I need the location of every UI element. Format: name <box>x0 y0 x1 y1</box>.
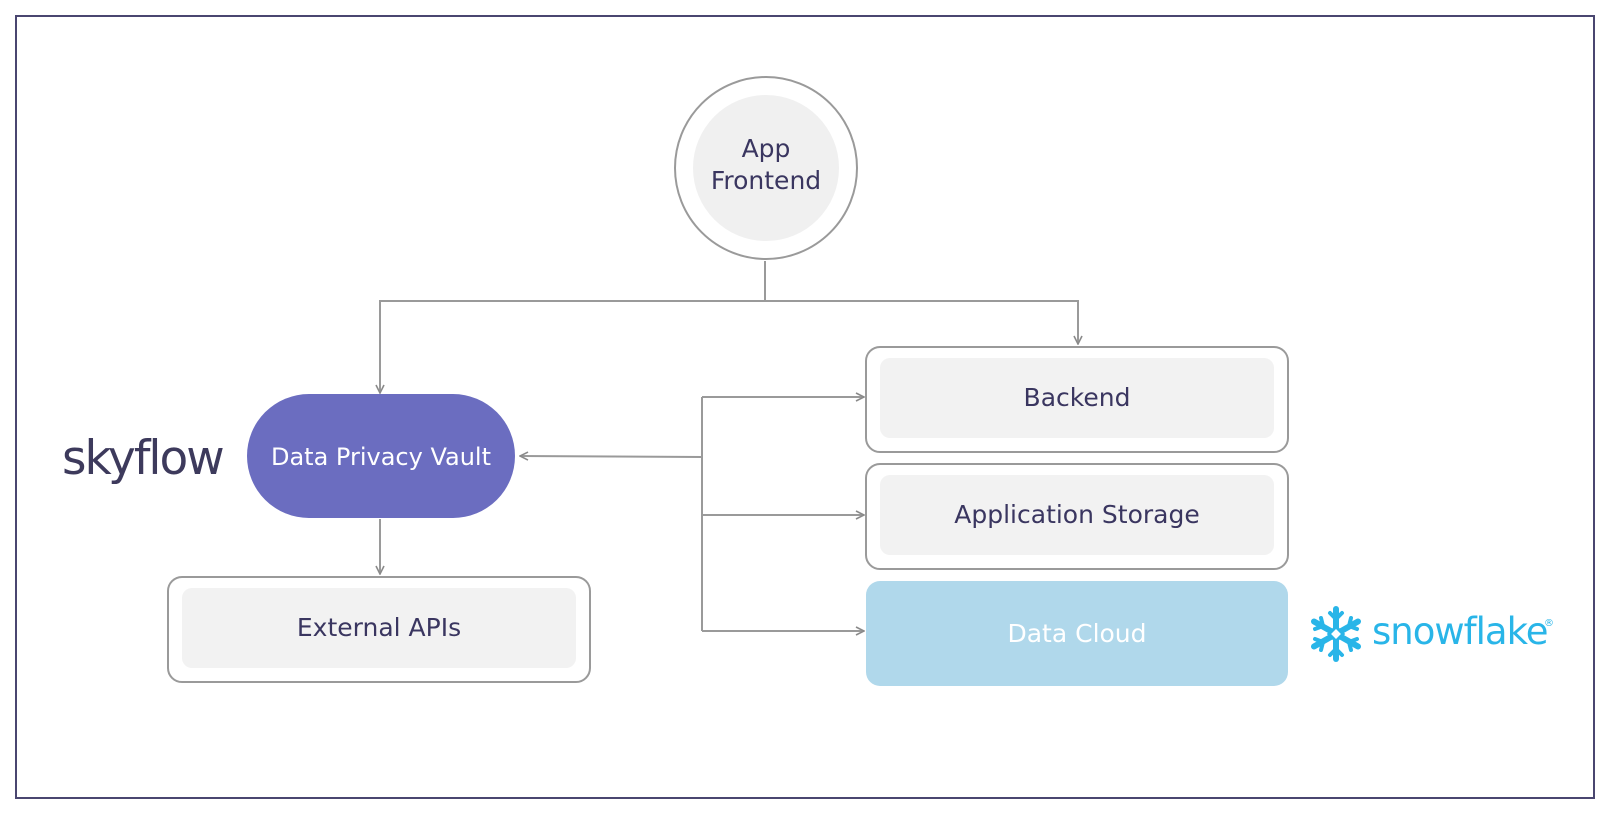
diagram-frame <box>15 15 1595 799</box>
connectors <box>380 261 1078 631</box>
app-frontend-label-line2: Frontend <box>711 166 821 195</box>
connector-frontend-to-vault <box>380 300 765 393</box>
external-apis-label: External APIs <box>297 613 461 642</box>
connector-hub-to-vault <box>520 456 703 457</box>
data-cloud-label: Data Cloud <box>1007 619 1146 648</box>
node-external-apis: External APIs <box>167 576 591 683</box>
node-backend: Backend <box>865 346 1289 453</box>
node-application-storage: Application Storage <box>865 463 1289 570</box>
snowflake-registered-mark: ® <box>1544 618 1554 629</box>
app-frontend-label-line1: App <box>742 134 791 163</box>
snowflake-logo-text: snowflake <box>1372 610 1547 653</box>
backend-label: Backend <box>1024 383 1131 412</box>
data-privacy-vault-label: Data Privacy Vault <box>271 443 491 471</box>
node-data-privacy-vault: Data Privacy Vault <box>247 394 515 518</box>
node-app-frontend: App Frontend <box>674 76 858 260</box>
snowflake-icon <box>1311 606 1361 662</box>
connector-frontend-to-backend <box>765 300 1078 344</box>
skyflow-logo: skyflow <box>62 431 223 486</box>
node-data-cloud: Data Cloud <box>866 581 1288 686</box>
application-storage-label: Application Storage <box>954 500 1199 529</box>
